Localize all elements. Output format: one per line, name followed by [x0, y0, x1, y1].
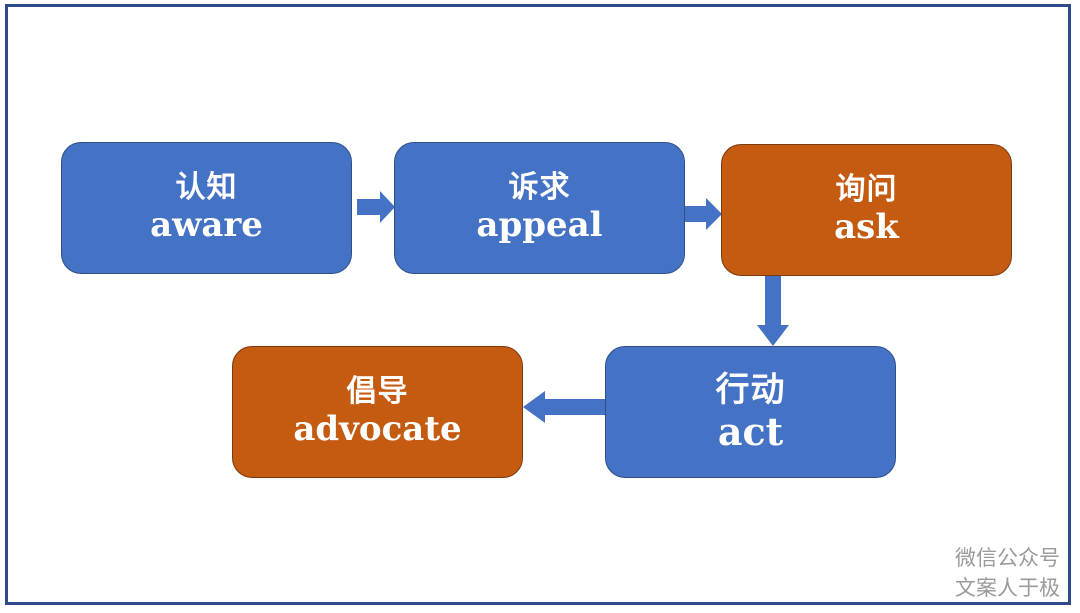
- step-appeal-zh: 诉求: [508, 170, 571, 206]
- step-advocate-zh: 倡导: [346, 374, 409, 410]
- step-act-en: act: [717, 408, 784, 454]
- step-aware: 认知 aware: [61, 142, 352, 274]
- step-appeal: 诉求 appeal: [394, 142, 685, 274]
- step-appeal-en: appeal: [476, 204, 603, 245]
- step-advocate-en: advocate: [293, 408, 462, 449]
- diagram-frame: [5, 4, 1071, 605]
- step-act: 行动 act: [605, 346, 896, 478]
- watermark-line2: 文案人于极: [955, 576, 1060, 600]
- step-aware-zh: 认知: [175, 170, 238, 206]
- step-advocate: 倡导 advocate: [232, 346, 523, 478]
- step-ask-en: ask: [834, 206, 899, 247]
- watermark-line1: 微信公众号: [955, 546, 1060, 570]
- step-aware-en: aware: [150, 204, 263, 245]
- step-ask-zh: 询问: [835, 172, 898, 208]
- watermark: 微信公众号 文案人于极: [920, 543, 1060, 603]
- step-ask: 询问 ask: [721, 144, 1012, 276]
- step-act-zh: 行动: [715, 369, 786, 410]
